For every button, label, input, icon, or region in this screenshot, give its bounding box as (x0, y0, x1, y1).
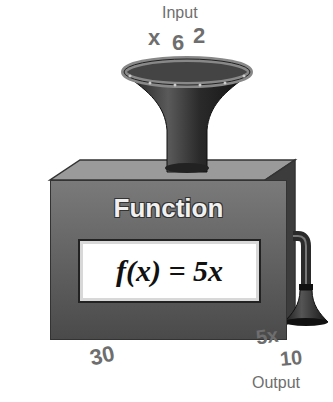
input-value: 2 (193, 24, 205, 48)
output-value: 10 (279, 346, 303, 370)
pipe-highlight (293, 236, 306, 288)
nozzle-mouth (284, 318, 328, 326)
input-value: 6 (172, 31, 184, 55)
nozzle-collar (299, 284, 313, 290)
input-funnel (124, 74, 250, 172)
function-box: Function f(x) = 5x (50, 180, 287, 340)
rim-rivets (129, 75, 246, 87)
output-value: 5x (255, 324, 280, 349)
output-value: 30 (88, 342, 117, 371)
input-heading: Input (162, 4, 198, 22)
funnel-collar (165, 163, 209, 173)
output-pipe (293, 236, 306, 288)
formula-panel: f(x) = 5x (78, 239, 261, 303)
funnel-rim-edge (124, 59, 250, 85)
output-nozzle (284, 290, 328, 322)
output-heading: Output (252, 374, 300, 392)
funnel-rim (124, 59, 250, 85)
function-formula: f(x) = 5x (116, 254, 223, 288)
input-value: x (148, 26, 160, 50)
machine-title: Function (51, 193, 286, 224)
